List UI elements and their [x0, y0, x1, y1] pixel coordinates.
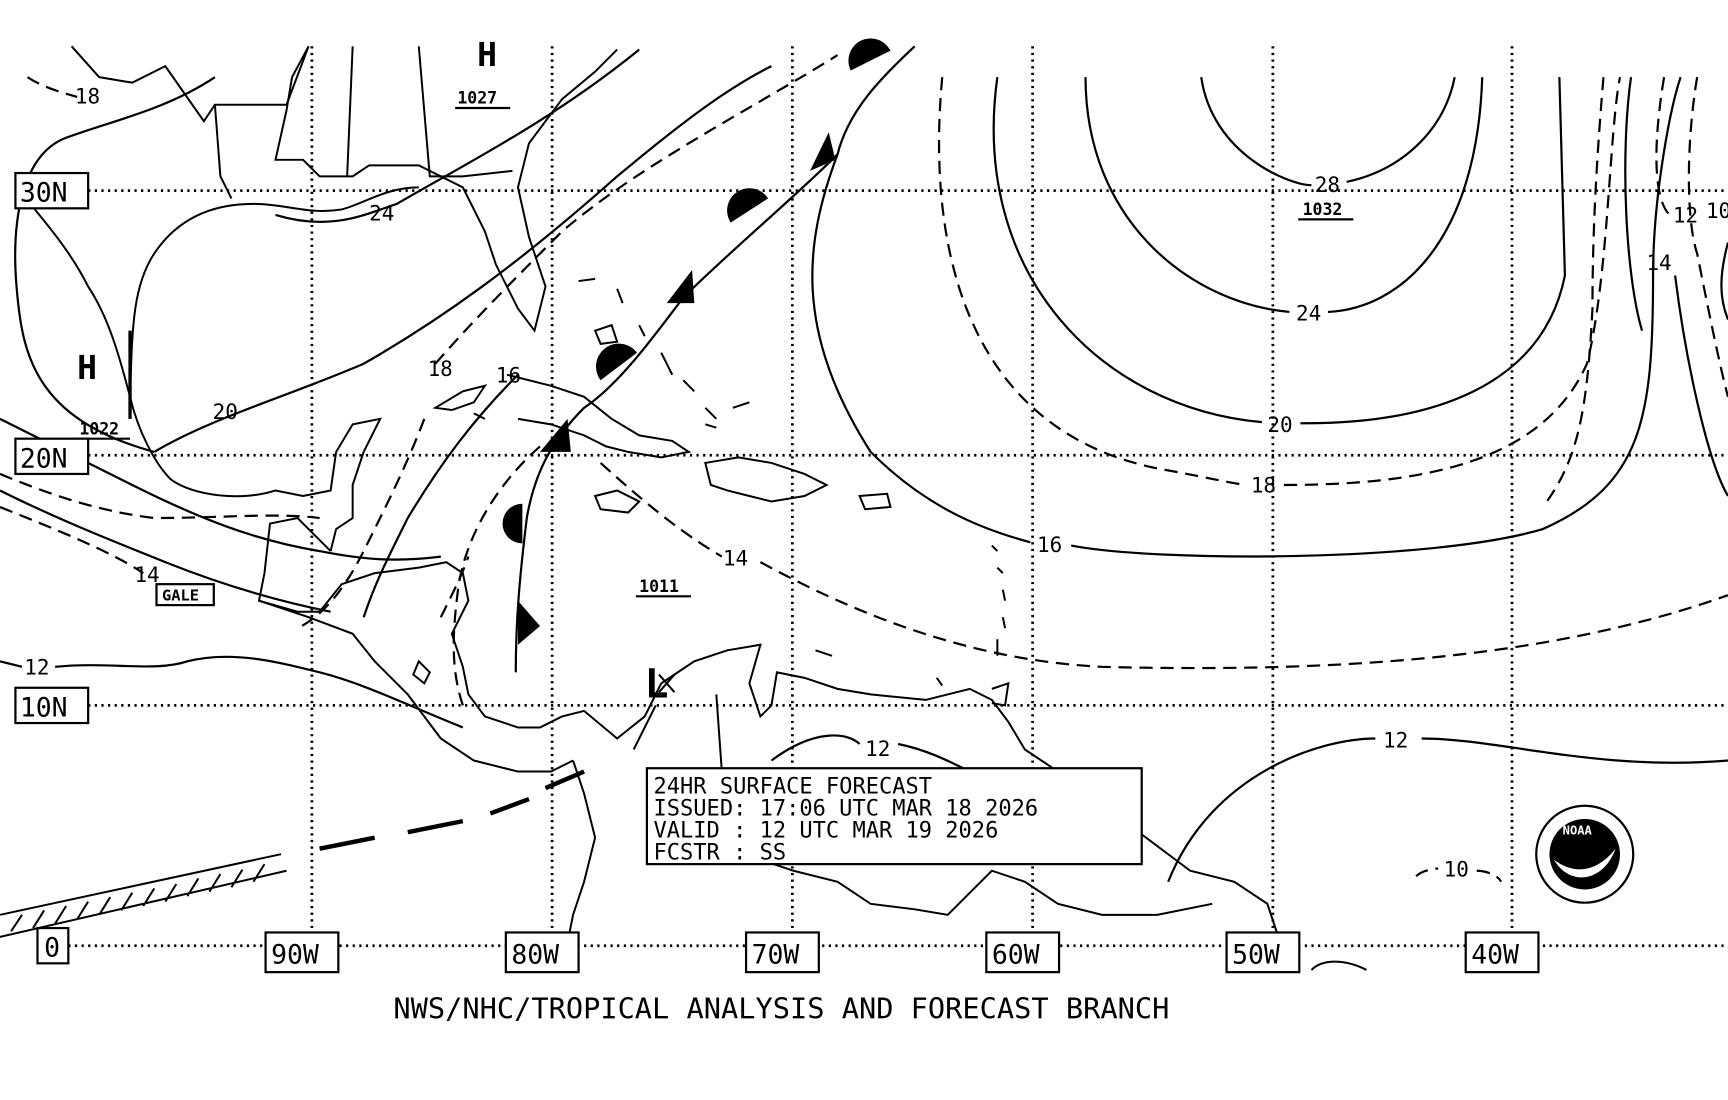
- isobar-label: 28: [1315, 173, 1340, 197]
- lat-label-30n: 30N: [20, 178, 68, 209]
- isobar-label: 24: [1296, 302, 1321, 326]
- noaa-logo-text: NOAA: [1563, 823, 1593, 837]
- high-pressure-symbol: H: [77, 348, 97, 387]
- warm-front-marker: [595, 343, 637, 381]
- pressure-value: 1011: [639, 577, 679, 596]
- isobar-label: 12: [1673, 204, 1698, 228]
- cold-front-marker: [666, 270, 695, 304]
- high-pressure-symbol: H: [477, 35, 497, 74]
- lon-label-70w: 70W: [752, 939, 800, 970]
- isobar-labels: 18 24 20 18 16 28 24 20 18 16 14 12 12 1…: [24, 85, 1728, 882]
- isobar-label: 24: [369, 201, 394, 225]
- info-forecaster: FCSTR : SS: [654, 841, 787, 866]
- fronts: [0, 38, 916, 938]
- isobar-label: 14: [1646, 251, 1671, 275]
- cold-front-marker: [540, 418, 571, 452]
- isobar-label: 20: [1267, 413, 1292, 437]
- isobar-label: 16: [496, 363, 521, 387]
- isobar-label: 18: [428, 357, 453, 381]
- pressure-value: 1022: [79, 419, 119, 438]
- isobar-label: 14: [134, 563, 159, 587]
- noaa-logo: NOAA: [1535, 804, 1635, 904]
- lat-label-20n: 20N: [20, 443, 68, 474]
- footer-credit: NWS/NHC/TROPICAL ANALYSIS AND FORECAST B…: [393, 991, 1169, 1025]
- lon-label-60w: 60W: [992, 939, 1040, 970]
- low-pressure-symbol: L: [645, 662, 669, 708]
- lon-label-40w: 40W: [1471, 939, 1519, 970]
- cold-front-marker: [810, 132, 836, 171]
- info-issued: ISSUED: 17:06 UTC MAR 18 2026: [654, 797, 1039, 822]
- isobar-label: 10: [1706, 199, 1728, 223]
- longitude-labels: 90W 80W 70W 60W 50W 40W: [264, 931, 1540, 974]
- isobar-label: 12: [1383, 728, 1408, 752]
- lon-label-50w: 50W: [1232, 939, 1280, 970]
- isobar-label: 18: [1251, 474, 1276, 498]
- forecast-info-box: 24HR SURFACE FORECAST ISSUED: 17:06 UTC …: [645, 767, 1143, 866]
- pressure-value: 1027: [457, 89, 497, 108]
- isobar-label: 10: [1444, 857, 1469, 881]
- pressure-centers: H 1027 H 1022 1032 L 1011: [74, 35, 1354, 708]
- isobar-label: 12: [865, 737, 890, 761]
- isobars: [0, 48, 1728, 883]
- isobar-label: 18: [75, 85, 100, 109]
- lon-label-90w: 90W: [271, 939, 319, 970]
- lat-label-equator: 0: [44, 933, 60, 964]
- isobar-label: 16: [1037, 533, 1062, 557]
- warm-front-marker: [502, 503, 523, 544]
- lon-label-80w: 80W: [511, 939, 559, 970]
- pressure-value: 1032: [1303, 200, 1343, 219]
- lat-label-10n: 10N: [20, 692, 68, 723]
- isobar-label: 12: [24, 656, 49, 680]
- cold-front-marker: [517, 600, 540, 645]
- gale-label: GALE: [162, 587, 199, 605]
- info-valid: VALID : 12 UTC MAR 19 2026: [654, 819, 999, 844]
- info-title: 24HR SURFACE FORECAST: [654, 775, 933, 800]
- isobar-label: 14: [723, 546, 748, 570]
- gale-warning: GALE: [155, 583, 215, 607]
- warm-front-marker: [848, 38, 891, 71]
- latitude-labels: 30N 20N 10N 0: [14, 171, 90, 965]
- isobar-label: 20: [213, 400, 238, 424]
- warm-front-marker: [727, 188, 769, 223]
